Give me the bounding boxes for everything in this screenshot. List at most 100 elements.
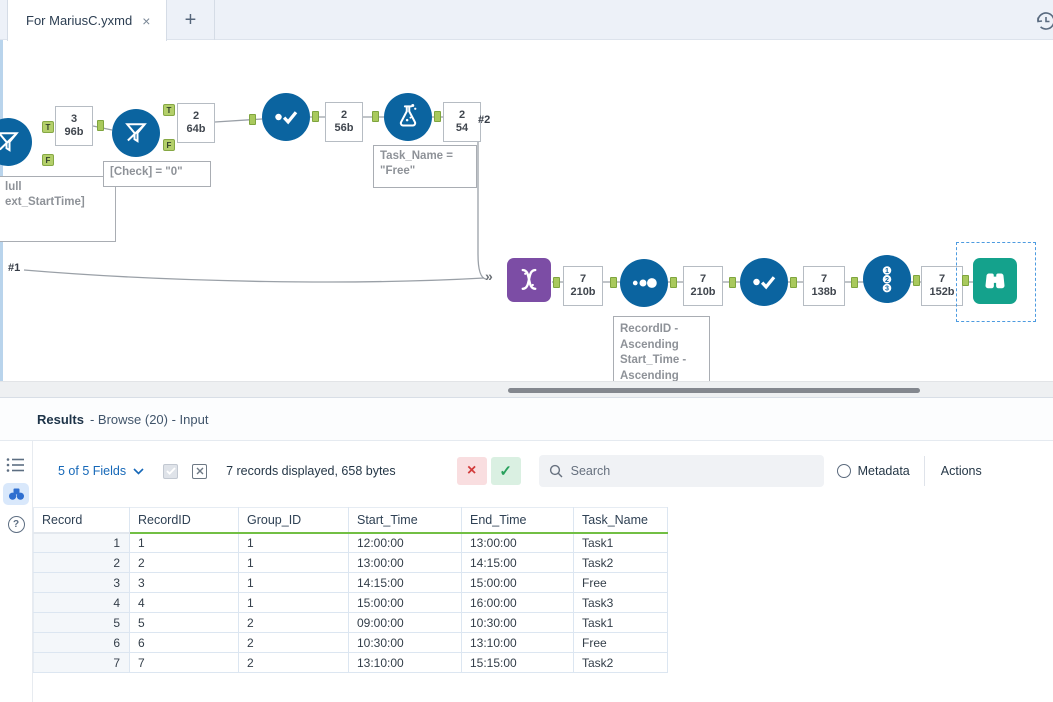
table-header-row: Record RecordID Group_ID Start_Time End_… [33,507,668,534]
table-cell: 1 [238,592,349,613]
table-cell: 13:00:00 [461,532,574,553]
connection-label-2: #2 [478,114,491,126]
browse-view-icon-active[interactable] [3,483,29,505]
column-header-starttime[interactable]: Start_Time [348,507,462,534]
cancel-button[interactable]: × [456,457,487,485]
column-header-endtime[interactable]: End_Time [461,507,574,534]
search-input[interactable] [570,464,801,478]
input-anchor [962,275,969,286]
table-cell: 14:15:00 [461,552,574,573]
record-count-badge[interactable]: 7 138b [803,266,845,306]
filter2-true-anchor[interactable]: T [163,104,175,116]
annotation-check[interactable]: [Check] = "0" [103,161,211,187]
union-tool[interactable] [507,258,551,302]
table-cell: 1 [238,532,349,553]
record-count-badge[interactable]: 7 210b [563,266,603,306]
apply-button[interactable]: ✓ [490,457,521,485]
input-anchor [851,277,858,288]
table-cell: 6 [129,632,239,653]
table-cell: 10:30:00 [461,612,574,633]
records-summary: 7 records displayed, 658 bytes [226,464,396,478]
table-cell: 1 [238,572,349,593]
table-cell: 15:00:00 [461,572,574,593]
formula-tool[interactable] [384,93,432,141]
table-cell: Free [573,632,668,653]
results-toolbar: 5 of 5 Fields 7 records displayed, 658 b… [33,441,1053,501]
results-subtitle: - Browse (20) - Input [89,411,209,427]
deselect-all-icon[interactable] [192,463,208,479]
select-tool-1[interactable] [262,93,310,141]
connection-wires [23,116,973,283]
results-panel-header: Results - Browse (20) - Input [0,398,1053,441]
filter2-false-anchor[interactable]: F [163,139,175,151]
help-icon[interactable]: ? [7,516,25,533]
record-count-badge[interactable]: 2 64b [177,103,215,143]
table-cell: 2 [238,632,349,653]
annotation-task-name[interactable]: Task_Name = "Free" [373,145,477,188]
list-view-icon[interactable] [6,457,26,473]
select-all-checkbox-icon[interactable] [163,463,179,479]
table-cell: 10:30:00 [348,632,462,653]
results-panel: Results - Browse (20) - Input ? 5 of 5 F… [0,397,1053,702]
input-anchor [97,120,104,131]
table-cell: Task1 [573,612,668,633]
sort-tool[interactable] [620,259,668,307]
metadata-label: Metadata [857,464,910,478]
record-count-badge[interactable]: 2 54 [443,102,481,142]
union-helix-icon [521,268,537,290]
canvas-hscrollbar[interactable] [0,381,1053,397]
workflow-tab-label: For MariusC.yxmd [26,13,133,28]
search-icon [549,464,563,478]
input-anchor [249,114,256,125]
record-count-badge[interactable]: 7 210b [683,266,723,306]
annotation-sort[interactable]: RecordID - Ascending Start_Time - Ascend… [613,316,710,381]
metadata-radio[interactable] [836,464,851,478]
table-cell: 13:10:00 [348,652,462,673]
tab-close-icon[interactable]: × [142,12,151,29]
workflow-tab[interactable]: For MariusC.yxmd × [7,0,167,41]
output-anchor [913,275,920,286]
filter1-false-anchor[interactable]: F [42,154,54,166]
output-anchor [553,277,560,288]
record-id-tool[interactable]: 1 2 3 [863,255,911,303]
filter-icon [0,132,19,152]
selection-box [956,242,1036,322]
table-cell: Free [573,572,668,593]
workflow-canvas[interactable]: lull ext_StartTime] [Check] = "0" Task_N… [0,40,1053,381]
filter1-true-anchor[interactable]: T [42,121,54,133]
column-header-groupid[interactable]: Group_ID [238,507,349,534]
input-anchor [610,277,617,288]
table-cell: 12:00:00 [348,532,462,553]
table-cell: 13:10:00 [461,632,574,653]
new-tab-button[interactable]: + [167,0,215,40]
filter-tool-2[interactable] [112,109,160,157]
table-cell: 13:00:00 [348,552,462,573]
record-count-badge[interactable]: 3 96b [55,106,93,146]
table-cell: 15:15:00 [461,652,574,673]
annotation-clipped[interactable]: lull ext_StartTime] [0,176,116,242]
column-header-taskname[interactable]: Task_Name [573,507,668,534]
row-number-cell: 6 [33,632,130,653]
hscrollbar-thumb[interactable] [508,388,920,393]
table-cell: 2 [238,652,349,673]
select-tool-2[interactable] [740,258,788,306]
fields-selector[interactable]: 5 of 5 Fields [58,464,144,478]
column-header-recordid[interactable]: RecordID [129,507,239,534]
search-box[interactable] [538,455,824,487]
column-header-record[interactable]: Record [33,507,130,534]
record-count-badge[interactable]: 2 56b [325,102,363,142]
row-number-cell: 3 [33,572,130,593]
browse-binoculars-icon [985,273,1005,289]
select-icon [753,276,776,290]
history-refresh-icon[interactable] [1033,9,1053,33]
actions-menu[interactable]: Actions [940,464,982,478]
table-cell: 1 [129,532,239,553]
table-cell: 7 [129,652,239,673]
browse-tool[interactable] [973,258,1017,304]
toolbar-divider [923,456,925,486]
